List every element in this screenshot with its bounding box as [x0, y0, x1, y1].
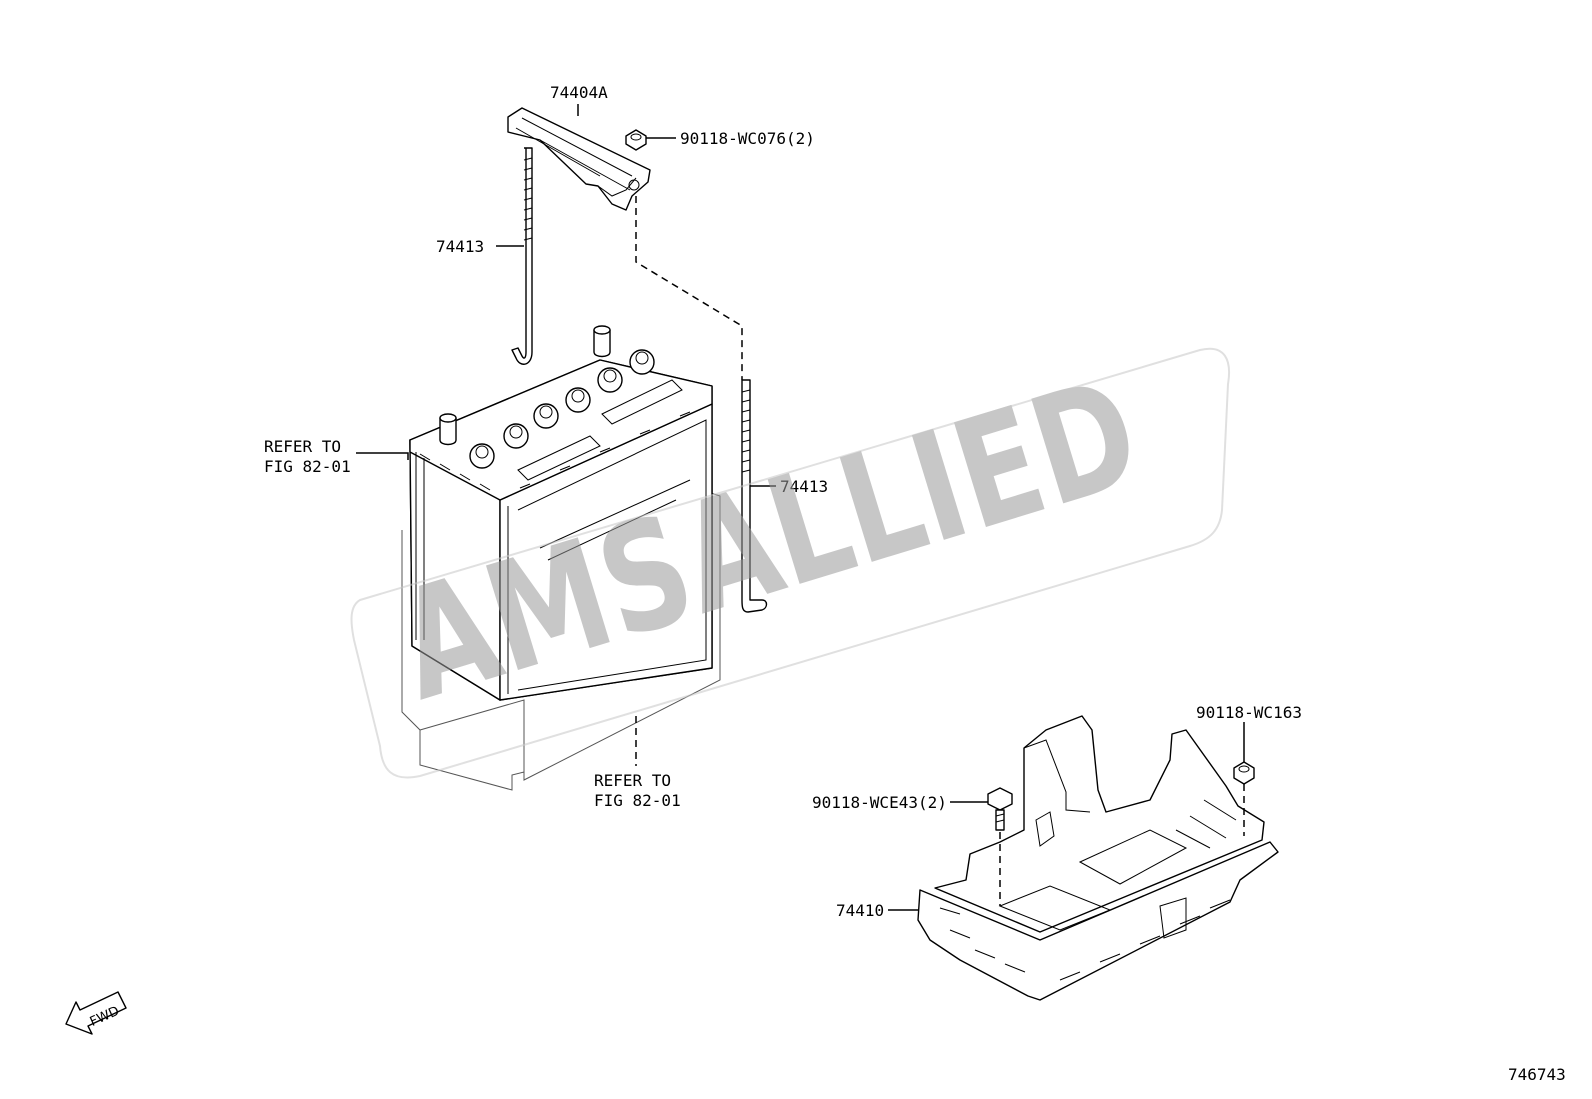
rod-right — [741, 379, 768, 613]
figure-id: 746743 — [1508, 1065, 1566, 1084]
hold-down-clamp — [507, 107, 651, 211]
rod-left — [511, 147, 533, 365]
label-refer-bottom-line2: FIG 82-01 — [594, 791, 681, 810]
battery-tray — [917, 715, 1279, 1001]
label-tray-nut: 90118-WC163 — [1196, 703, 1302, 722]
battery — [401, 325, 721, 791]
fwd-arrow-icon: FWD — [65, 991, 127, 1035]
label-hold-down-clamp: 74404A — [550, 83, 608, 102]
label-rod-right: 74413 — [780, 477, 828, 496]
battery-terminals — [439, 325, 655, 469]
leader-lines — [356, 104, 1245, 911]
label-tray-bolt: 90118-WCE43(2) — [812, 793, 947, 812]
label-rod-left: 74413 — [436, 237, 484, 256]
label-nut-top: 90118-WC076(2) — [680, 129, 815, 148]
label-refer-battery-line2: FIG 82-01 — [264, 457, 351, 476]
label-refer-battery-line1: REFER TO — [264, 437, 341, 456]
nut-top — [625, 129, 647, 151]
tray-bolt — [987, 787, 1013, 831]
tray-nut — [1233, 761, 1255, 785]
label-refer-bottom-line1: REFER TO — [594, 771, 671, 790]
label-battery-tray: 74410 — [836, 901, 884, 920]
assembly-line-rod — [635, 196, 743, 380]
